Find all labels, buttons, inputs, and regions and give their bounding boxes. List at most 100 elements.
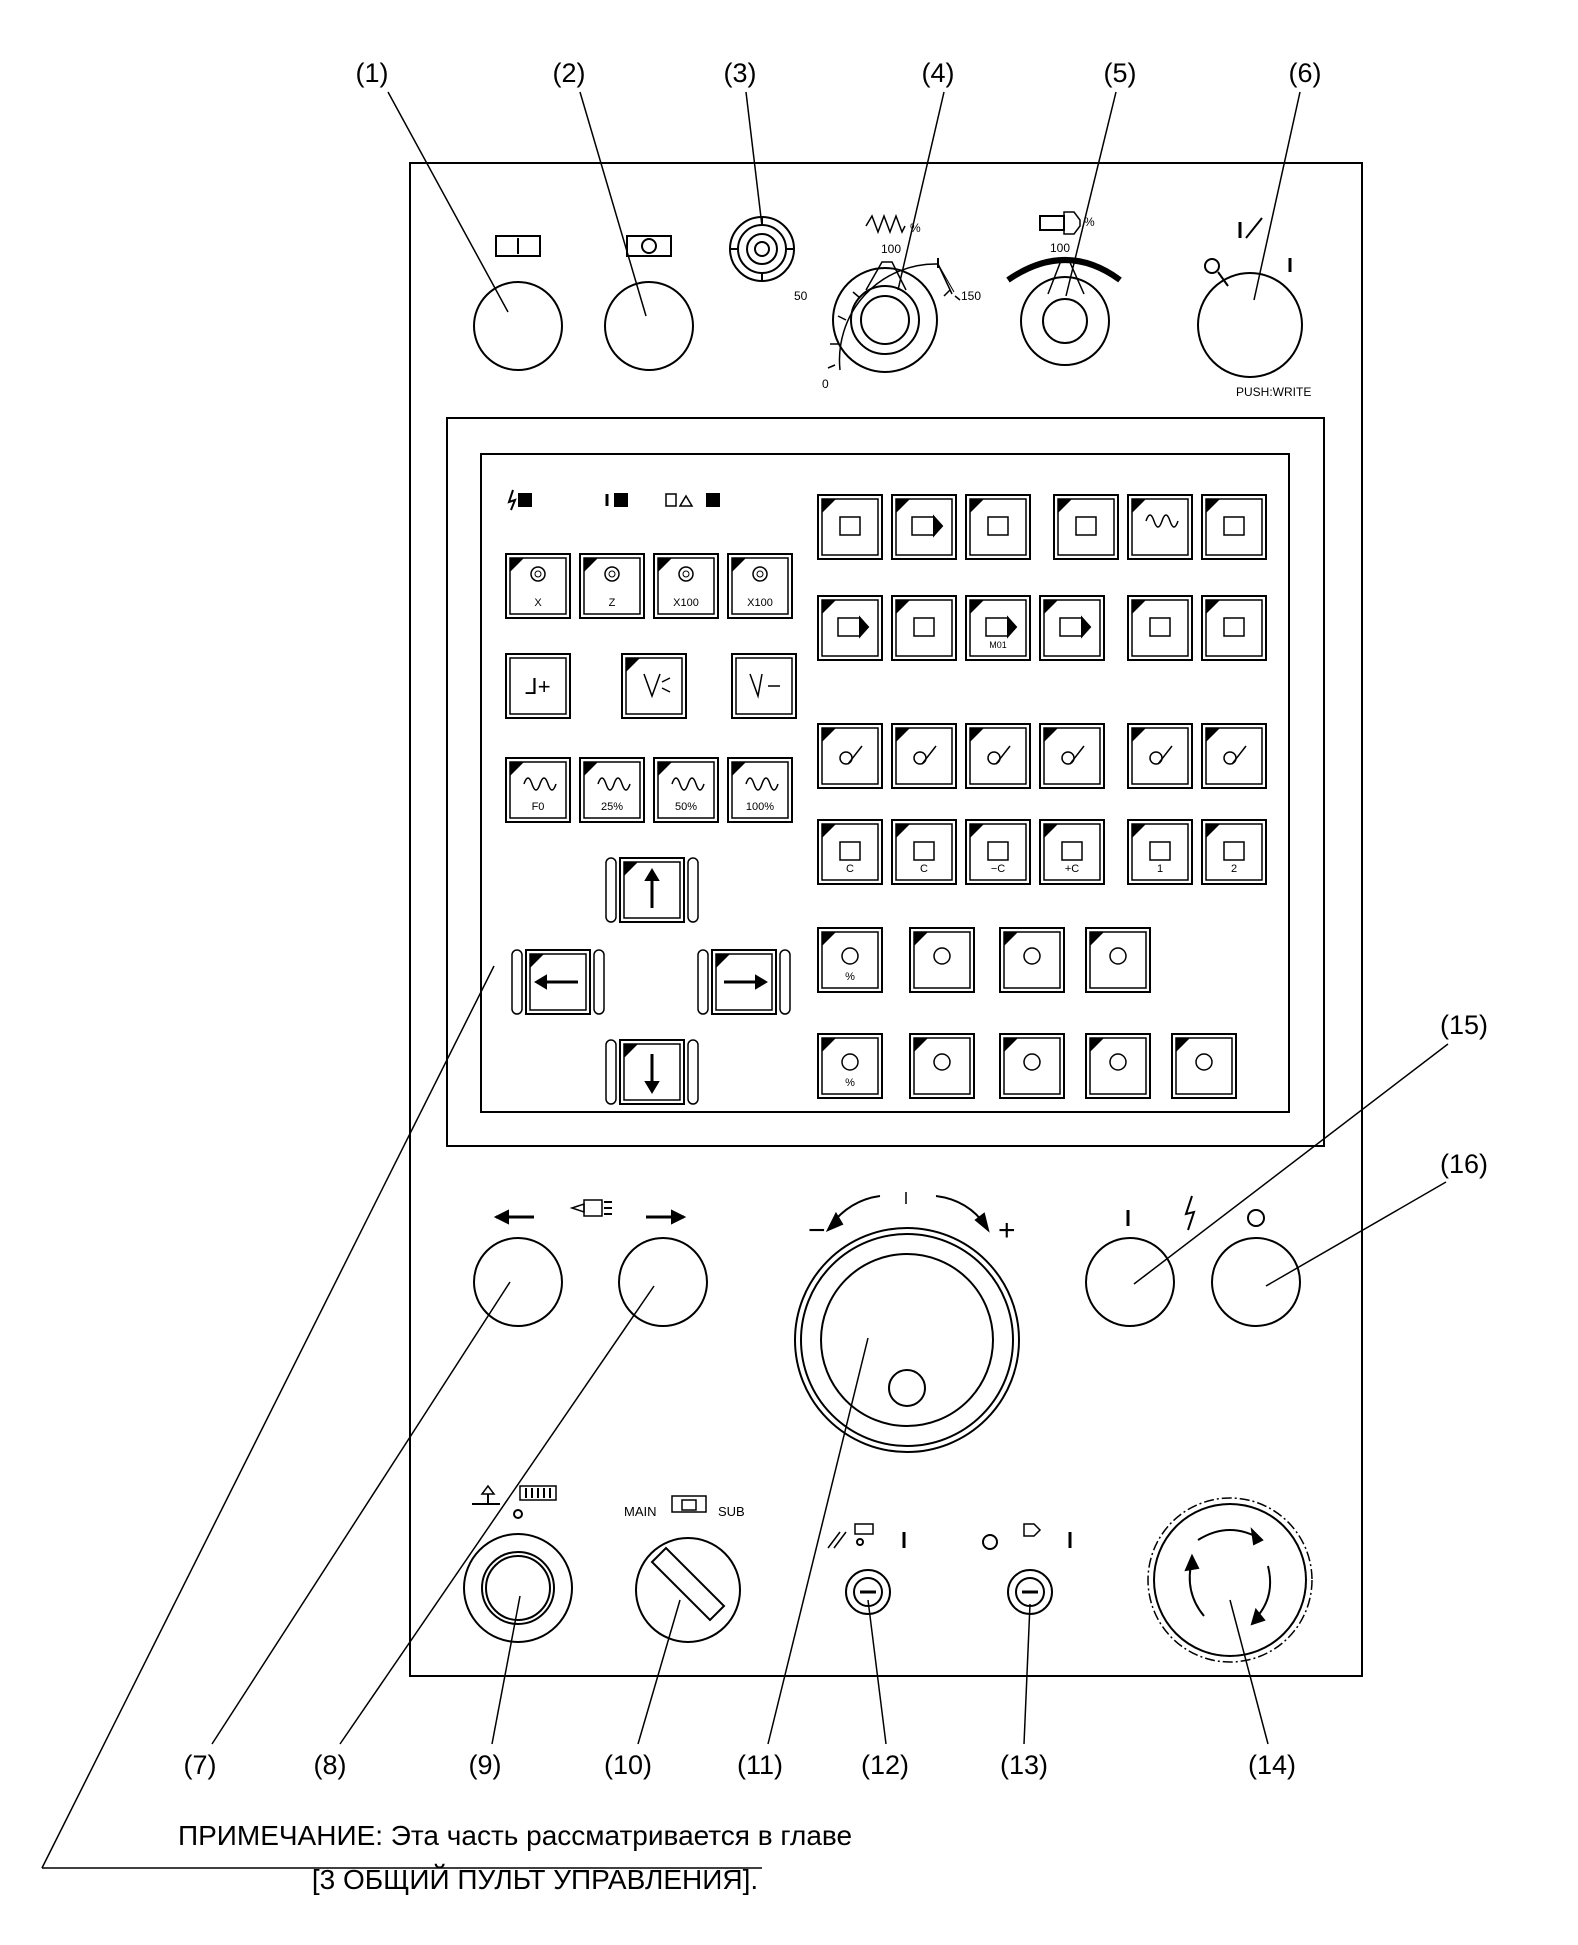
handwheel-minus-label: − (808, 1214, 826, 1247)
callout-16: (16) (1440, 1149, 1488, 1179)
optional-stop-key-label: M01 (989, 640, 1007, 650)
jog-left-key[interactable] (525, 949, 591, 1015)
mode-mdi-key[interactable] (965, 494, 1031, 560)
chip-3-key[interactable] (965, 723, 1031, 789)
c-axis-handle-key[interactable]: C (891, 819, 957, 885)
jog-down-key[interactable] (619, 1039, 685, 1105)
jog-plus-key[interactable]: ⅃+ (505, 653, 571, 719)
single-block-key[interactable] (817, 595, 883, 661)
spindle-cw-key[interactable] (909, 927, 975, 993)
feed-50-label: 50 (794, 289, 808, 303)
tool-spindle-override-key[interactable]: % (817, 1033, 883, 1099)
feed-hold-button[interactable] (604, 281, 694, 371)
tool-spindle-override-key-label: % (845, 1077, 855, 1089)
spindle-override-key-label: % (845, 971, 855, 983)
feed-0-label: 0 (822, 377, 829, 391)
callout-10: (10) (604, 1750, 652, 1780)
panel-frame (409, 162, 1363, 1677)
rapid-override-key-1-label: F0 (532, 801, 545, 813)
jog-left-bars (511, 949, 605, 1015)
feed-percent-label: % (910, 221, 921, 235)
memory-protect-switch[interactable]: PUSH:WRITE (1197, 217, 1311, 399)
spindle-ccw-key[interactable] (1085, 927, 1151, 993)
mode-edit-key[interactable] (817, 494, 883, 560)
tailstock-forward-button[interactable] (618, 1237, 708, 1327)
handle-axis-key-1[interactable]: X (505, 553, 571, 619)
handle-axis-key-2-label: Z (609, 597, 616, 609)
tool-spindle-jog-key[interactable] (1171, 1033, 1237, 1099)
c-axis-plus-key[interactable]: +C (1039, 819, 1105, 885)
handle-axis-key-3-label: X100 (673, 597, 699, 609)
tool-spindle-ccw-key[interactable] (1085, 1033, 1151, 1099)
mode-memory-key[interactable] (891, 494, 957, 560)
jog-up-key[interactable] (619, 857, 685, 923)
handle-axis-key-3[interactable]: X100 (653, 553, 719, 619)
conveyor-back-key[interactable] (1127, 723, 1193, 789)
rapid-override-key-4[interactable]: 100% (727, 757, 793, 823)
callout-12: (12) (861, 1750, 909, 1780)
feedrate-override-dial[interactable]: % 100 50 150 0 (794, 213, 981, 391)
cycle-start-button[interactable] (473, 281, 563, 371)
jog-up-bars (605, 857, 699, 923)
spindle-stop-key[interactable] (999, 927, 1065, 993)
callout-3: (3) (724, 58, 757, 88)
dry-run-key[interactable] (1039, 595, 1105, 661)
rapid-override-key-2[interactable]: 25% (579, 757, 645, 823)
coolant-1-key-label: 1 (1157, 863, 1163, 875)
handle-axis-key-4-label: X100 (747, 597, 773, 609)
main-sub-selector[interactable]: MAIN SUB (624, 1495, 745, 1643)
rapid-override-key-3-label: 50% (675, 801, 697, 813)
callout-5: (5) (1104, 58, 1137, 88)
chip-2-key[interactable] (891, 723, 957, 789)
jog-right-key[interactable] (711, 949, 777, 1015)
chip-4-key[interactable] (1039, 723, 1105, 789)
emergency-stop-button[interactable] (1147, 1497, 1313, 1663)
jog-down-bars (605, 1039, 699, 1105)
chip-1-key[interactable] (817, 723, 883, 789)
block-skip-key[interactable] (891, 595, 957, 661)
callout-7: (7) (184, 1750, 217, 1780)
handle-axis-key-2[interactable]: Z (579, 553, 645, 619)
rapid-override-key-1[interactable]: F0 (505, 757, 571, 823)
coolant-2-key[interactable]: 2 (1201, 819, 1267, 885)
c-axis-minus-key[interactable]: −C (965, 819, 1031, 885)
c-axis-minus-key-label: −C (991, 863, 1005, 875)
power-off-button[interactable] (1211, 1237, 1301, 1327)
jog-right-bars (697, 949, 791, 1015)
handle-axis-key-4[interactable]: X100 (727, 553, 793, 619)
tool-spindle-cw-key[interactable] (909, 1033, 975, 1099)
callout-1: (1) (356, 58, 389, 88)
optional-stop-key[interactable]: M01 (965, 595, 1031, 661)
rapid-override-key-3[interactable]: 50% (653, 757, 719, 823)
c-axis-plus-key-label: +C (1065, 863, 1079, 875)
note-line-1: ПРИМЕЧАНИЕ: Эта часть рассматривается в … (177, 1820, 853, 1851)
conveyor-forward-key[interactable] (1201, 723, 1267, 789)
tool-spindle-stop-key[interactable] (999, 1033, 1065, 1099)
c-axis-spindle-key[interactable]: C (817, 819, 883, 885)
callout-13: (13) (1000, 1750, 1048, 1780)
jog-minus-key[interactable] (731, 653, 797, 719)
feed-100-label: 100 (881, 242, 901, 256)
tailstock-back-button[interactable] (473, 1237, 563, 1327)
jog-toggle-key[interactable] (621, 653, 687, 719)
work-light-key[interactable] (1127, 595, 1193, 661)
power-on-button[interactable] (1085, 1237, 1175, 1327)
coolant-1-key[interactable]: 1 (1127, 819, 1193, 885)
manual-pulse-handwheel[interactable]: − + (794, 1192, 1020, 1453)
c-axis-handle-key-label: C (920, 863, 928, 875)
program-key-switch[interactable] (982, 1523, 1072, 1615)
mode-feed-key[interactable] (1127, 494, 1193, 560)
callout-14: (14) (1248, 1750, 1296, 1780)
spindle-override-dial[interactable]: % 100 (1006, 211, 1122, 366)
help-key[interactable] (1201, 595, 1267, 661)
mode-rapid-key[interactable] (1053, 494, 1119, 560)
feed-hold-symbol (626, 235, 672, 257)
handle-axis-key-1-label: X (534, 597, 542, 609)
push-write-label: PUSH:WRITE (1236, 385, 1311, 399)
coolant-2-key-label: 2 (1231, 863, 1237, 875)
edit-key-switch[interactable] (827, 1523, 906, 1615)
spindle-override-key[interactable]: % (817, 927, 883, 993)
mode-zero-return-key[interactable] (1201, 494, 1267, 560)
door-interlock-button[interactable] (463, 1484, 573, 1643)
